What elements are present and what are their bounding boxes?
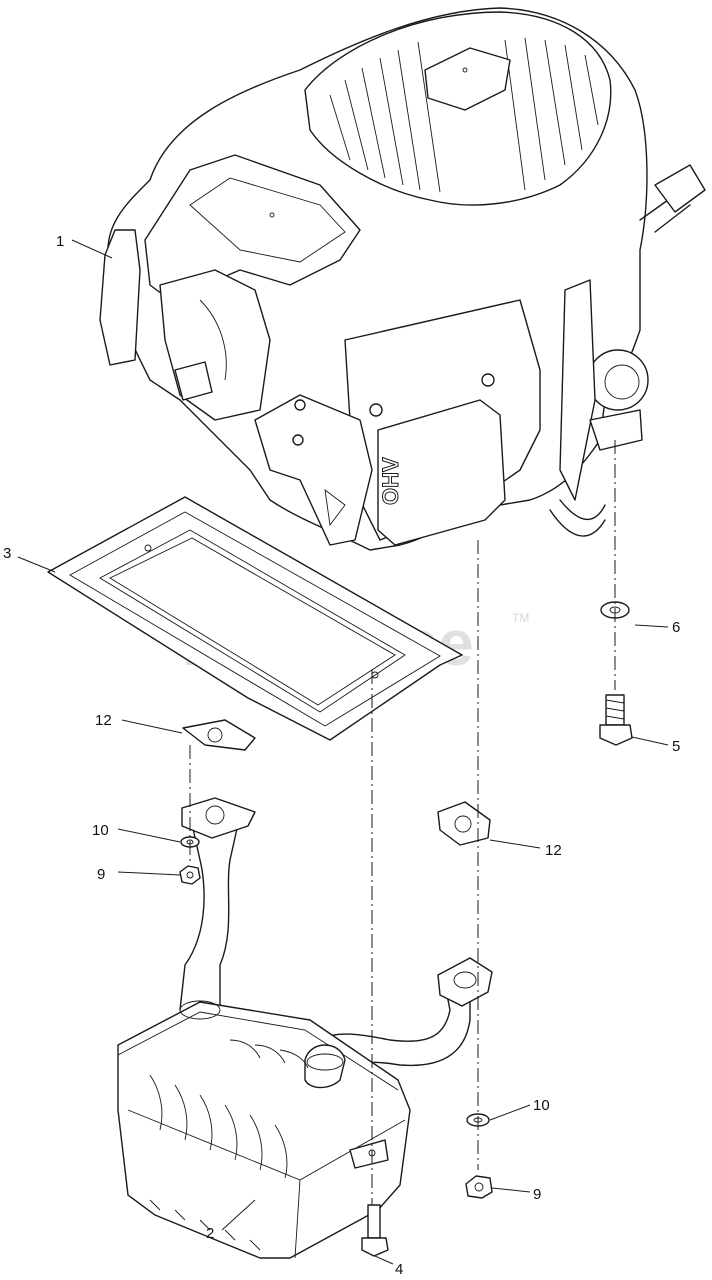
callout-12-right: 12 xyxy=(545,842,562,859)
callout-9-left: 9 xyxy=(97,866,105,883)
heat-shield xyxy=(47,496,463,741)
callout-5: 5 xyxy=(672,738,680,755)
callout-10-left: 10 xyxy=(92,822,109,839)
callout-1: 1 xyxy=(56,233,64,250)
muffler-assembly xyxy=(117,797,493,1259)
watermark-trademark: TM xyxy=(512,611,529,625)
exhaust-gasket-right xyxy=(437,801,491,846)
valve-cover xyxy=(377,399,506,546)
nut-9-left xyxy=(179,865,201,885)
engine-assembly: OHV xyxy=(99,7,706,551)
ohv-label: OHV xyxy=(378,457,403,505)
callout-6: 6 xyxy=(672,619,680,636)
callout-12-left: 12 xyxy=(95,712,112,729)
fan-grille-slats xyxy=(329,37,599,193)
nut-9-right xyxy=(465,1175,493,1199)
leader-lines xyxy=(17,239,669,1265)
alignment-lines xyxy=(189,440,616,1205)
callout-2: 2 xyxy=(206,1225,214,1242)
callout-9-right: 9 xyxy=(533,1186,541,1203)
callout-4: 4 xyxy=(395,1261,403,1278)
callout-3: 3 xyxy=(3,545,11,562)
fan-center-cap xyxy=(424,47,511,111)
bolt-5 xyxy=(599,694,633,746)
muffler-body xyxy=(117,1001,411,1259)
bolt-4 xyxy=(361,1204,389,1257)
dipstick-cap xyxy=(654,164,706,213)
callout-labels: 1 2 3 4 5 6 9 9 10 10 12 12 xyxy=(3,233,680,1278)
fan-grille-housing xyxy=(304,11,612,206)
engine-left-panel xyxy=(99,229,141,366)
muffler-pipe-left xyxy=(179,814,205,1011)
muffler-louvers xyxy=(149,1199,261,1251)
muffler-ribs xyxy=(149,1039,309,1179)
exhaust-gasket-left xyxy=(182,719,256,751)
callout-10-right: 10 xyxy=(533,1097,550,1114)
